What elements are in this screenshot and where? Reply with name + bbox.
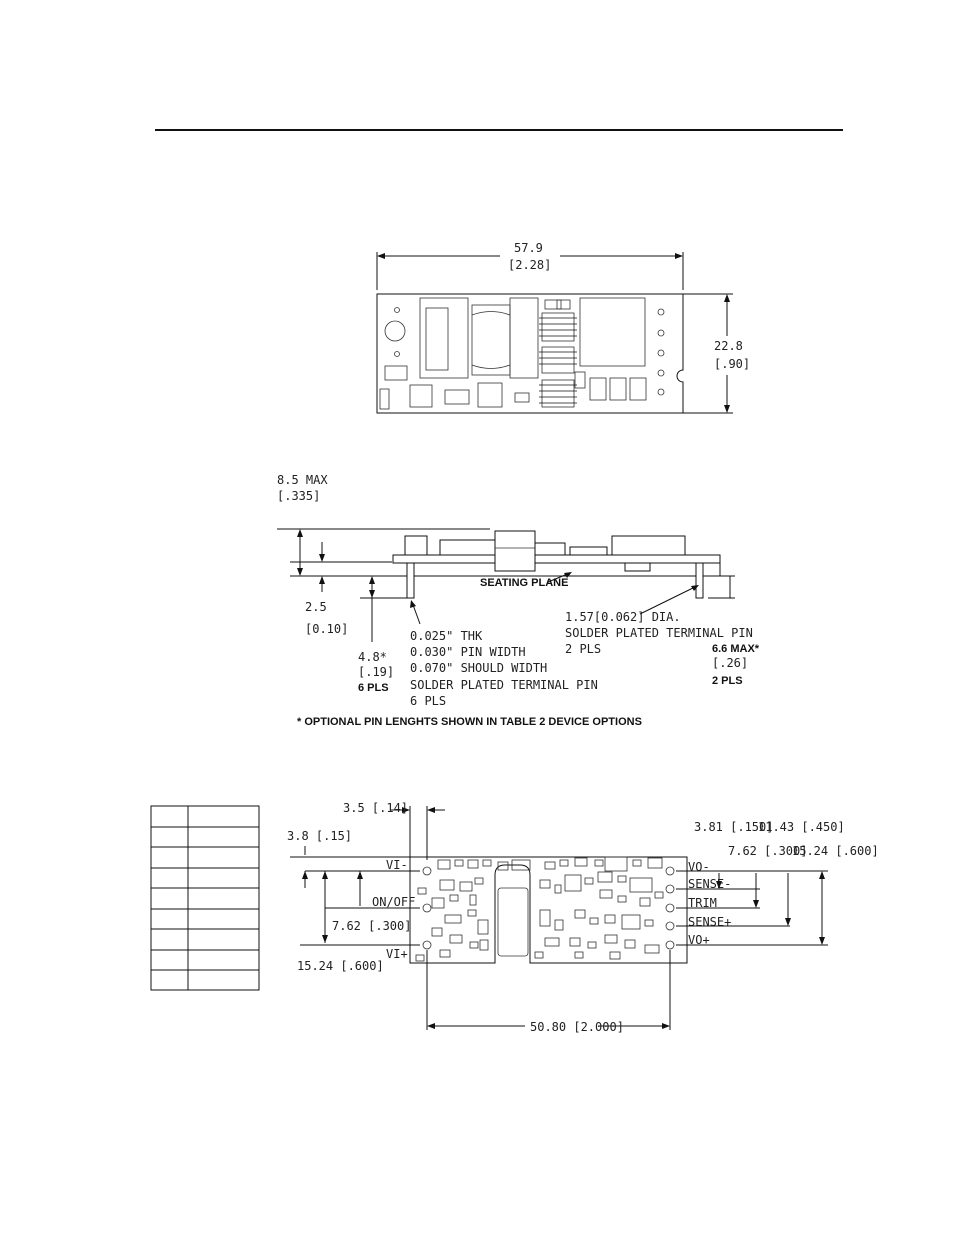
label-vo-minus: VO- xyxy=(688,860,710,874)
top-view: 57.9 [2.28] 22.8 [.90] xyxy=(376,241,750,414)
side-height-max: 8.5 MAX xyxy=(277,473,328,487)
bottom-view: 3.5 [.14] 3.8 [.15] VI- ON/OFF VI+ 7.62 … xyxy=(287,801,879,1034)
label-vi-minus: VI- xyxy=(386,858,408,872)
optional-pin-note: * OPTIONAL PIN LENGHTS SHOWN IN TABLE 2 … xyxy=(297,716,642,728)
label-trim: TRIM xyxy=(688,896,717,910)
pin-vo-minus xyxy=(665,866,675,876)
term-pin-3: 2 PLS xyxy=(565,642,601,656)
pin-vi-plus xyxy=(422,940,432,950)
side-height-max-in: [.335] xyxy=(277,489,320,503)
side-view: 8.5 MAX [.335] SEATING PLANE xyxy=(277,473,760,728)
seat-height: 2.5 xyxy=(305,600,327,614)
pin-spec-3: 0.070" SHOULD WIDTH xyxy=(410,661,547,675)
label-sense-minus: SENSE- xyxy=(688,877,731,891)
pin-table xyxy=(150,805,260,991)
pin-spec-1: 0.025" THK xyxy=(410,629,483,643)
pin-count-left: 6 PLS xyxy=(358,682,389,694)
dim-15-24-left: 15.24 [.600] xyxy=(297,959,384,973)
bottom-board-outline xyxy=(409,856,688,964)
dim-15-24-right: 15.24 [.600] xyxy=(792,844,879,858)
top-height-in: [.90] xyxy=(714,357,750,371)
label-vo-plus: VO+ xyxy=(688,933,710,947)
label-on-off: ON/OFF xyxy=(372,895,415,909)
seating-plane-label: SEATING PLANE xyxy=(480,577,568,589)
pin-length: 4.8* xyxy=(358,650,387,664)
term-length-in: [.26] xyxy=(712,656,748,670)
dim-7-62-right: 7.62 [.300] xyxy=(728,844,807,858)
pin-spec-2: 0.030" PIN WIDTH xyxy=(410,645,526,659)
pin-pitch: 50.80 [2.000] xyxy=(530,1020,624,1034)
term-pin-1: 1.57[0.062] DIA. xyxy=(565,610,681,624)
offset-x: 3.5 [.14] xyxy=(343,801,408,815)
top-height-mm: 22.8 xyxy=(714,339,743,353)
side-board xyxy=(392,554,721,564)
dim-11-43: 11.43 [.450] xyxy=(758,820,845,834)
dim-3-81: 3.81 [.150] xyxy=(694,820,773,834)
term-length: 6.6 MAX* xyxy=(712,643,760,655)
pin-trim xyxy=(665,903,675,913)
pin-sense-plus xyxy=(665,921,675,931)
side-pin-left xyxy=(406,562,415,599)
pin-spec-4: SOLDER PLATED TERMINAL PIN xyxy=(410,678,598,692)
label-vi-plus: VI+ xyxy=(386,947,408,961)
pin-sense-minus xyxy=(665,884,675,894)
offset-y: 3.8 [.15] xyxy=(287,829,352,843)
term-count: 2 PLS xyxy=(712,675,743,687)
pin-vo-plus xyxy=(665,940,675,950)
pin-spec-5: 6 PLS xyxy=(410,694,446,708)
term-pin-2: SOLDER PLATED TERMINAL PIN xyxy=(565,626,753,640)
top-width-mm: 57.9 xyxy=(514,241,543,255)
side-pin-right xyxy=(695,562,704,599)
top-board-outline xyxy=(376,293,684,414)
pin-vi-minus xyxy=(422,866,432,876)
pin-length-in: [.19] xyxy=(358,665,394,679)
dim-7-62-left: 7.62 [.300] xyxy=(332,919,411,933)
pin-on-off xyxy=(422,903,432,913)
seat-height-in: [0.10] xyxy=(305,622,348,636)
top-width-in: [2.28] xyxy=(508,258,551,272)
label-sense-plus: SENSE+ xyxy=(688,915,731,929)
